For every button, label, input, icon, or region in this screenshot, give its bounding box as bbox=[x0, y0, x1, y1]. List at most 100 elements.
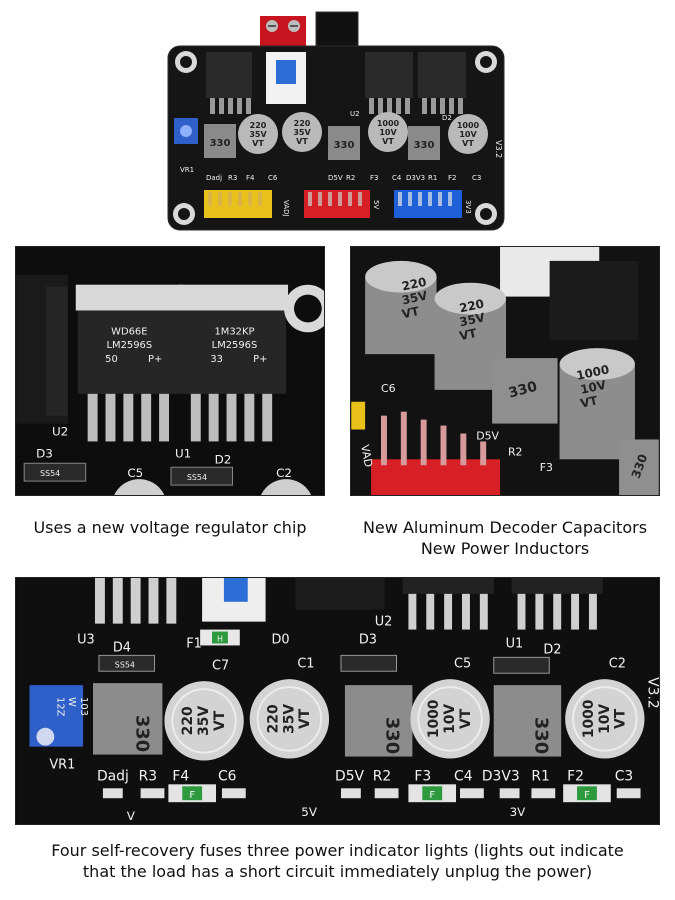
top-cap-3-l3: VT bbox=[382, 137, 394, 146]
top-label-c6: C6 bbox=[268, 174, 278, 182]
right-cap-3-l2: 10V bbox=[579, 378, 608, 397]
chip1-line3: 50 bbox=[105, 354, 118, 365]
bottom-edge-v: V bbox=[127, 809, 136, 823]
bottom-cap-1-l3: VT bbox=[212, 710, 228, 731]
regulator-closeup-panel: WD66E LM2596S 50 P+ 1M32KP LM2596S 33 P+… bbox=[15, 246, 325, 496]
top-cap-4-l2: 10V bbox=[459, 130, 477, 139]
pot-line3: 12Z bbox=[54, 697, 65, 717]
right-cap-3-l1: 1000 bbox=[575, 362, 610, 383]
top-label-vadj: VADJ bbox=[282, 200, 290, 217]
right-cap-2-l1: 220 bbox=[458, 297, 485, 316]
caption-capacitors-line2: New Power Inductors bbox=[420, 539, 590, 558]
diode-d3 bbox=[23, 462, 87, 482]
top-label-5v: 5V bbox=[372, 200, 380, 209]
bottom-label-r1: R1 bbox=[531, 768, 549, 784]
regulator-chip-2 bbox=[178, 284, 289, 442]
top-cap-1-l3: VT bbox=[252, 139, 264, 148]
bottom-label-r3: R3 bbox=[139, 768, 157, 784]
bottom-cap-1-l1: 220 bbox=[180, 706, 196, 735]
top-cap-3-l1: 1000 bbox=[377, 119, 400, 128]
top-label-3v3: 3V3 bbox=[464, 200, 472, 214]
bottom-label-f3: F3 bbox=[414, 768, 431, 784]
capacitor-closeup-panel: 220 35V VT 220 35V VT 1000 10V VT 330 33… bbox=[350, 246, 660, 496]
smd-fuses bbox=[168, 784, 611, 803]
bottom-label-d4: D4 bbox=[113, 640, 131, 655]
bottom-cap-3-l3: VT bbox=[458, 708, 474, 729]
top-label-u2: U2 bbox=[350, 110, 360, 118]
right-inductor-1-label: 330 bbox=[507, 379, 539, 402]
right-label-c6: C6 bbox=[381, 382, 396, 395]
bottom-label-f4: F4 bbox=[172, 768, 189, 784]
right-label-f3: F3 bbox=[540, 461, 553, 474]
bottom-label-d0: D0 bbox=[272, 632, 290, 647]
top-label-f4: F4 bbox=[246, 174, 255, 182]
chip1-line4: P+ bbox=[148, 354, 162, 365]
right-capacitors bbox=[365, 260, 635, 460]
bottom-cap-2-l3: VT bbox=[297, 708, 313, 729]
right-inductors bbox=[492, 358, 659, 495]
bottom-inductor-2-label: 330 bbox=[382, 717, 403, 754]
bottom-diode-mark: SS54 bbox=[115, 660, 135, 669]
fuse-f2-mark: F bbox=[584, 790, 590, 801]
bottom-edge-3v: 3V bbox=[510, 805, 527, 819]
yellow-header bbox=[204, 190, 272, 218]
regulator-chip-1 bbox=[75, 284, 183, 442]
bottom-cap-2-l1: 220 bbox=[265, 704, 281, 733]
top-cap-3-l2: 10V bbox=[379, 128, 397, 137]
red-header bbox=[304, 190, 370, 218]
pot-line1: 103 bbox=[78, 697, 89, 716]
top-label-vr1: VR1 bbox=[180, 166, 194, 174]
fuses-closeup-panel: U3 D4 F1 H D0 D3 U2 U1 D2 SS54 C7 C1 C5 … bbox=[15, 577, 660, 825]
bottom-label-version: V3.2 bbox=[644, 677, 659, 709]
fuse-f1-mark: H bbox=[217, 634, 223, 643]
top-cap-2-l3: VT bbox=[296, 137, 308, 146]
top-inductors: 330 330 330 bbox=[204, 124, 440, 160]
right-cap-1-l2: 35V bbox=[401, 288, 430, 307]
bottom-label-c4: C4 bbox=[454, 768, 473, 784]
right-cap-1-l3: VT bbox=[401, 304, 422, 321]
caption-fuses: Four self-recovery fuses three power ind… bbox=[0, 840, 675, 882]
left-label-c5: C5 bbox=[127, 466, 143, 480]
bottom-cap-4-l2: 10V bbox=[597, 704, 613, 734]
right-label-vad: VAD bbox=[358, 444, 375, 469]
left-label-u2: U2 bbox=[52, 424, 68, 438]
diode-d2 bbox=[170, 466, 233, 486]
bottom-potentiometer bbox=[29, 685, 84, 747]
bottom-inductors bbox=[92, 683, 562, 757]
bottom-label-c1: C1 bbox=[297, 656, 314, 671]
bottom-cap-2-l2: 35V bbox=[281, 704, 297, 734]
top-cap-2-l1: 220 bbox=[294, 119, 311, 128]
right-cap-2-l2: 35V bbox=[458, 310, 487, 329]
top-cap-4-l1: 1000 bbox=[457, 121, 480, 130]
bottom-label-d5v: D5V bbox=[335, 768, 365, 784]
bottom-label-c2: C2 bbox=[609, 656, 626, 671]
top-label-d2: D2 bbox=[442, 114, 452, 122]
bottom-cap-3-l1: 1000 bbox=[426, 700, 442, 739]
top-cap-2-l2: 35V bbox=[293, 128, 311, 137]
diode-d2-mark: SS54 bbox=[187, 473, 207, 482]
bottom-label-vr1: VR1 bbox=[49, 757, 75, 772]
bottom-label-c3: C3 bbox=[615, 768, 634, 784]
top-label-c3: C3 bbox=[472, 174, 481, 182]
bottom-inductor-1-label: 330 bbox=[132, 715, 153, 752]
bottom-cap-4-l3: VT bbox=[613, 708, 629, 729]
top-label-d3v3: D3V3 bbox=[406, 174, 425, 182]
bottom-capacitors bbox=[164, 679, 645, 761]
bottom-label-d3v3: D3V3 bbox=[482, 768, 520, 784]
bottom-label-f1: F1 bbox=[186, 636, 202, 651]
top-inductor-1-label: 330 bbox=[210, 138, 231, 149]
chip2-line1: 1M32KP bbox=[215, 326, 255, 337]
left-label-d3: D3 bbox=[36, 446, 53, 460]
bottom-label-c6: C6 bbox=[218, 768, 237, 784]
caption-regulator-text: Uses a new voltage regulator chip bbox=[33, 518, 307, 537]
bottom-label-c7: C7 bbox=[212, 658, 229, 673]
diode-d3-mark: SS54 bbox=[40, 469, 60, 478]
chip2-line2: LM2596S bbox=[212, 340, 258, 351]
bottom-label-c5: C5 bbox=[454, 656, 471, 671]
right-cap-3-l3: VT bbox=[579, 393, 600, 410]
caption-capacitors-line1: New Aluminum Decoder Capacitors bbox=[362, 518, 648, 537]
top-inductor-2-label: 330 bbox=[334, 140, 355, 151]
bottom-inductor-3-label: 330 bbox=[530, 717, 551, 754]
regulator-chips bbox=[206, 52, 466, 114]
caption-regulator: Uses a new voltage regulator chip bbox=[15, 517, 325, 538]
